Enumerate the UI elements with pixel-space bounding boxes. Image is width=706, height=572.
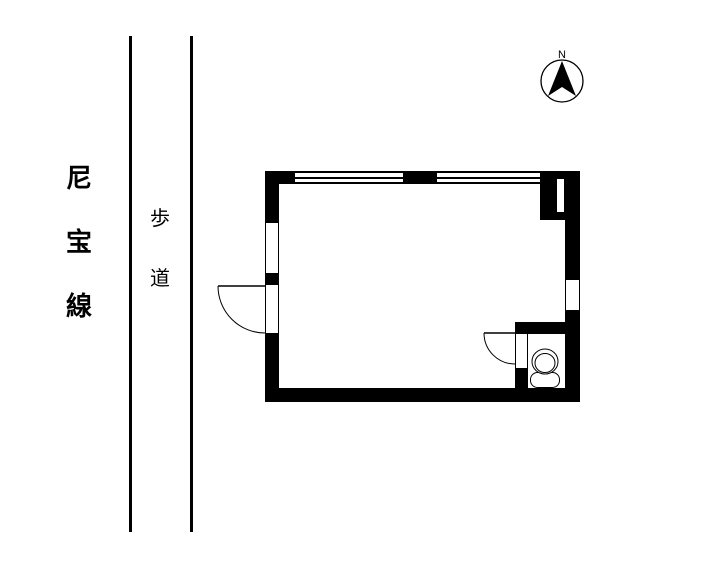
window-top-west	[295, 171, 403, 184]
sidewalk-char: 歩	[150, 208, 170, 230]
wall-top-center	[403, 171, 437, 184]
entrance-door-arc	[217, 285, 266, 334]
sidewalk-char: 道	[150, 268, 170, 290]
wc-wall-left-lower	[515, 368, 528, 392]
road-name-char: 尼	[65, 163, 92, 193]
wall-left-lower	[265, 333, 279, 402]
wall-right-upper	[565, 220, 580, 280]
window-top-east	[437, 171, 540, 184]
compass-circle	[540, 59, 584, 103]
road-name-char: 線	[65, 291, 92, 321]
entrance-doorway	[265, 285, 279, 333]
road-name-char: 宝	[65, 227, 92, 257]
toilet-icon	[530, 348, 560, 388]
wall-bottom	[265, 388, 580, 402]
wc-doorway	[515, 334, 528, 368]
wall-right-lower	[565, 310, 580, 402]
pipe-space-notch	[557, 179, 564, 212]
window-left	[265, 223, 279, 273]
wall-left-upper	[265, 171, 279, 223]
wc-door-arc	[483, 332, 516, 365]
toilet-bowl-outer	[531, 348, 559, 375]
window-right	[565, 280, 580, 310]
compass-label: N	[558, 49, 566, 61]
pipe-space-block	[540, 171, 580, 220]
road-name-label: 尼 宝 線	[62, 165, 96, 357]
toilet-bowl-inner	[534, 353, 556, 373]
north-arrow-icon: N	[528, 40, 598, 110]
toilet-tank	[530, 372, 560, 388]
road-edge-line-east	[190, 36, 193, 532]
compass-needle	[548, 61, 576, 96]
road-edge-line-west	[129, 36, 132, 532]
sidewalk-label: 歩 道	[147, 209, 173, 329]
wall-left-mid	[265, 273, 279, 285]
wc-wall-top	[515, 322, 565, 334]
